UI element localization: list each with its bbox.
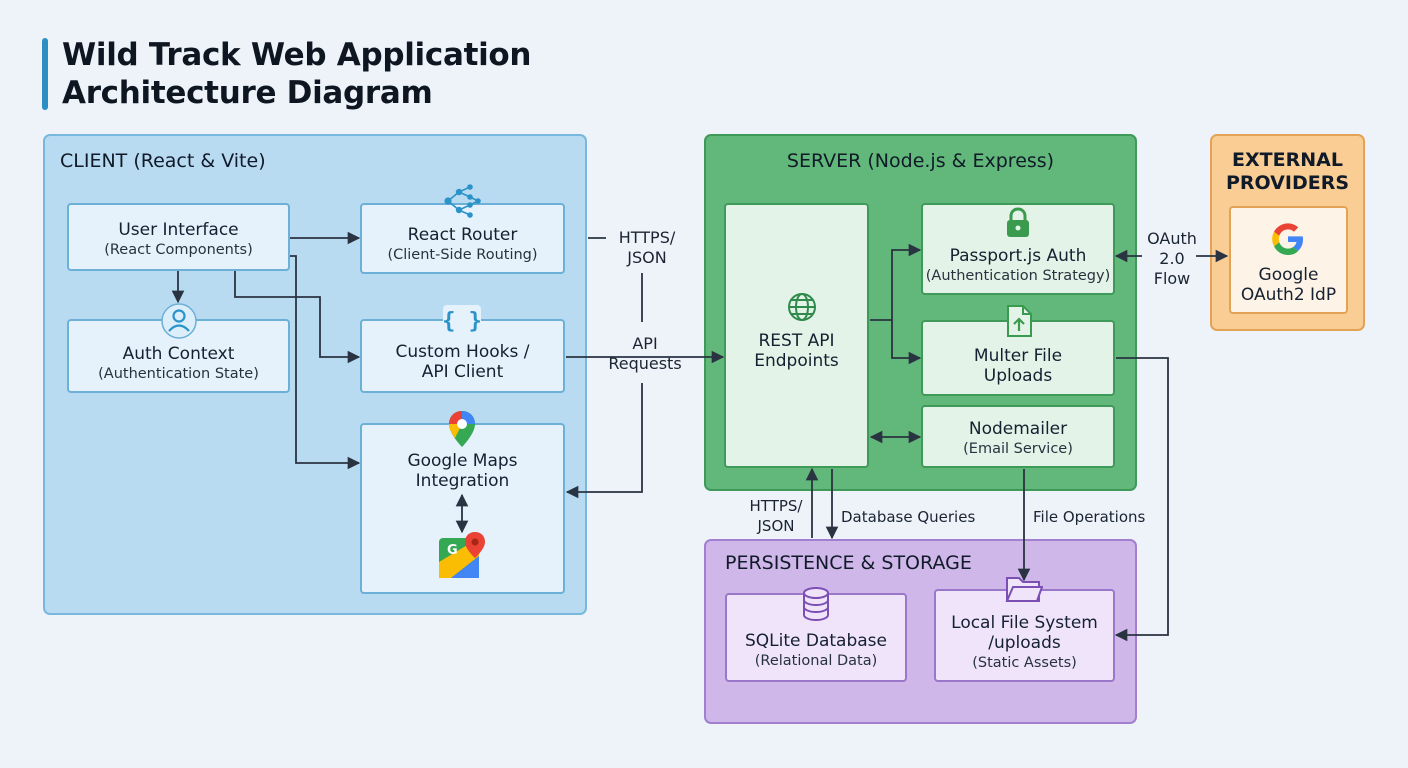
google-g-icon xyxy=(1272,223,1303,255)
svg-text:{ }: { } xyxy=(443,309,481,334)
title-accent-bar xyxy=(42,38,48,110)
map-pin-icon xyxy=(449,411,475,447)
rest-api-line-2: Endpoints xyxy=(754,351,839,371)
edge-label-https-top-line-1: HTTPS/ xyxy=(618,228,676,247)
rest-api-box: REST API Endpoints xyxy=(724,203,869,468)
edge-label-api-line-1: API xyxy=(632,334,658,353)
edge-multer-fs xyxy=(1114,357,1169,642)
edge-label-https-bottom-line-1: HTTPS/ xyxy=(749,497,803,515)
google-maps-icon: G xyxy=(439,532,485,578)
external-label-line-1: EXTERNAL xyxy=(1232,149,1343,171)
google-maps-line-1: Google Maps xyxy=(407,451,518,471)
edge-label-file-operations: File Operations xyxy=(1033,508,1146,526)
external-label-line-2: PROVIDERS xyxy=(1225,172,1350,194)
edge-label-https-bottom: HTTPS/ JSON xyxy=(742,496,810,536)
local-fs-line-1: Local File System xyxy=(951,613,1098,633)
sqlite-sub: (Relational Data) xyxy=(754,653,878,669)
edge-ui-maps xyxy=(290,255,361,470)
edge-label-oauth: OAuth 2.0 Flow xyxy=(1142,229,1202,289)
passport-sub: (Authentication Strategy) xyxy=(925,268,1111,284)
edge-label-https-bottom-line-2: JSON xyxy=(757,517,795,535)
page-title: Wild Track Web Application Architecture … xyxy=(62,36,532,112)
nodemailer-sub: (Email Service) xyxy=(963,441,1073,457)
local-fs-line-2: /uploads xyxy=(988,633,1061,653)
multer-line-1: Multer File xyxy=(973,346,1063,366)
globe-icon xyxy=(788,293,816,321)
auth-context-sub: (Authentication State) xyxy=(98,366,259,382)
nodemailer-box: Nodemailer (Email Service) xyxy=(921,405,1115,468)
database-icon xyxy=(803,587,829,622)
edge-rest-passport xyxy=(870,243,922,321)
client-region-label: CLIENT (React & Vite) xyxy=(60,150,266,172)
nodemailer-title: Nodemailer xyxy=(968,419,1068,439)
google-oauth-line-2: OAuth2 IdP xyxy=(1240,285,1337,305)
custom-hooks-line-2: API Client xyxy=(421,362,504,382)
passport-box: Passport.js Auth (Authentication Strateg… xyxy=(921,203,1115,295)
lock-icon xyxy=(1007,207,1029,237)
svg-text:G: G xyxy=(447,543,458,558)
user-icon xyxy=(161,303,197,339)
curly-braces-icon: { } xyxy=(443,305,481,335)
react-router-box: React Router (Client-Side Routing) xyxy=(360,203,565,274)
google-maps-line-2: Integration xyxy=(415,471,510,491)
upload-file-icon xyxy=(1007,305,1032,337)
auth-context-title: Auth Context xyxy=(122,344,235,364)
user-interface-sub: (React Components) xyxy=(104,242,253,258)
edge-label-oauth-line-3: Flow xyxy=(1153,269,1191,288)
rest-api-line-1: REST API xyxy=(758,331,835,351)
title-line-2: Architecture Diagram xyxy=(62,75,433,111)
edge-label-api-requests: API Requests xyxy=(600,334,690,374)
folder-icon xyxy=(1005,577,1043,602)
multer-line-2: Uploads xyxy=(983,366,1053,386)
edge-label-oauth-line-1: OAuth xyxy=(1147,229,1197,248)
title-line-1: Wild Track Web Application xyxy=(62,37,532,73)
edge-label-api-line-2: Requests xyxy=(608,354,682,373)
user-interface-box: User Interface (React Components) xyxy=(67,203,290,271)
edge-ui-hooks xyxy=(234,271,361,364)
user-interface-title: User Interface xyxy=(118,220,239,240)
sqlite-title: SQLite Database xyxy=(744,631,887,651)
react-router-title: React Router xyxy=(407,225,518,245)
local-fs-sub: (Static Assets) xyxy=(972,655,1077,671)
external-region-label: EXTERNAL PROVIDERS xyxy=(1210,149,1365,195)
edge-label-db-queries: Database Queries xyxy=(841,508,976,526)
edge-api-maps xyxy=(565,383,643,499)
custom-hooks-line-1: Custom Hooks / xyxy=(395,342,530,362)
server-region-label: SERVER (Node.js & Express) xyxy=(786,150,1055,172)
passport-title: Passport.js Auth xyxy=(949,246,1087,266)
edge-label-https-top: HTTPS/ JSON xyxy=(612,228,682,268)
edge-label-oauth-line-2: 2.0 xyxy=(1159,249,1185,268)
network-tree-icon xyxy=(444,184,481,218)
persistence-region-label: PERSISTENCE & STORAGE xyxy=(725,552,972,574)
google-oauth-line-1: Google xyxy=(1258,265,1319,285)
react-router-sub: (Client-Side Routing) xyxy=(387,247,538,263)
edge-label-https-top-line-2: JSON xyxy=(627,248,667,267)
edge-rest-multer xyxy=(891,320,922,365)
